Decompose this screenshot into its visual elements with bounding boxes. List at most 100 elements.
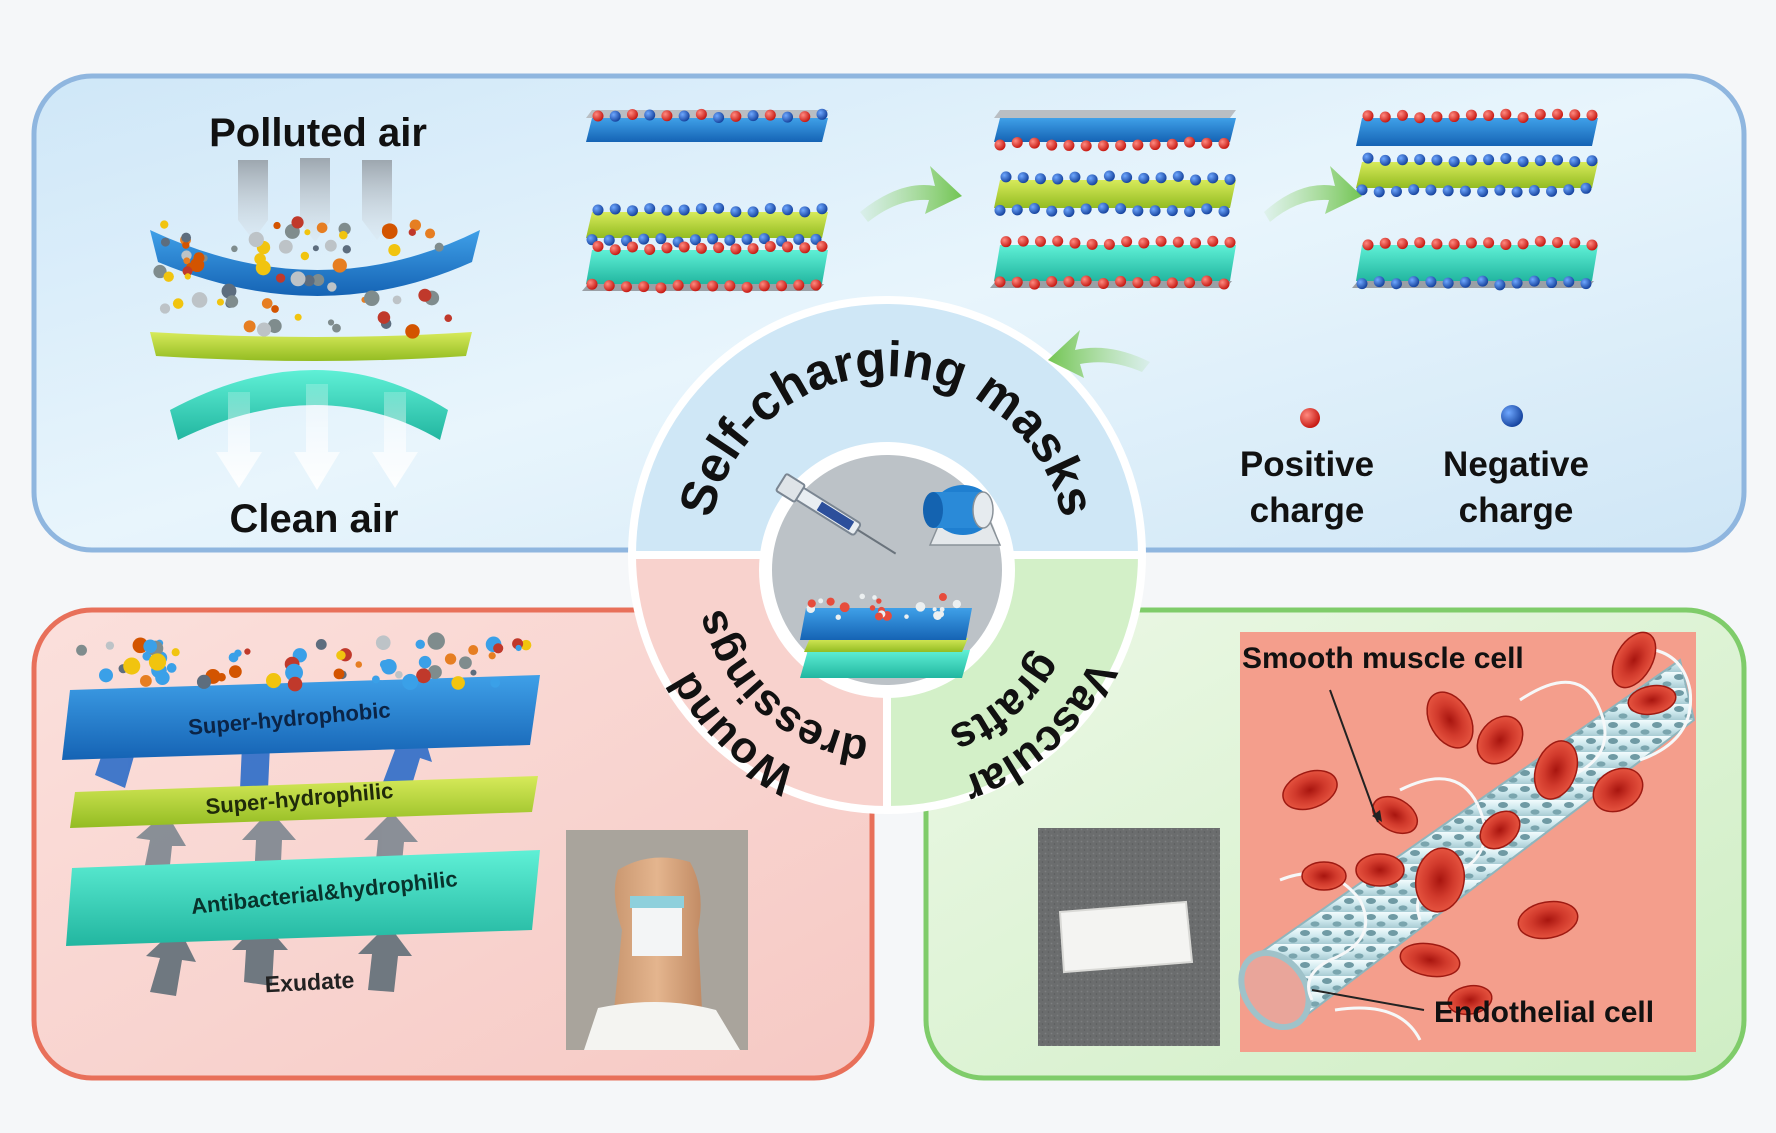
negative-charge-dot [1408, 184, 1420, 196]
positive-charge-dot [672, 279, 684, 291]
positive-charge-dot [1028, 137, 1040, 149]
negative-charge-dot [1097, 202, 1109, 214]
red-blood-cell [1399, 942, 1461, 978]
wound-particle [76, 644, 87, 656]
positive-charge-dot [1121, 236, 1133, 248]
pollutant-particle [191, 292, 208, 308]
negative-charge-dot [655, 233, 667, 245]
red-blood-cell [1592, 767, 1644, 813]
negative-charge-dot [1396, 154, 1408, 166]
hub-particle [835, 614, 841, 620]
wrist-photo [566, 830, 748, 1050]
pollutant-particle [160, 237, 170, 247]
graft-sample-photo [1038, 828, 1220, 1046]
negative-charge-dot [793, 233, 805, 245]
wound-particle [105, 641, 115, 650]
positive-label-line1: Positive [1240, 445, 1374, 484]
negative-charge-dot [1149, 205, 1161, 217]
negative-charge-dot [1494, 184, 1506, 196]
wound-particle [444, 653, 457, 665]
negative-charge-dot [724, 234, 736, 246]
pollutant-particle [291, 216, 304, 229]
negative-charge-dot [1052, 173, 1064, 185]
negative-charge-dot [1356, 184, 1368, 196]
pollutant-particle [303, 274, 315, 287]
charging-stage-3 [1352, 108, 1598, 291]
positive-charge-dot [816, 240, 828, 252]
wound-particle [379, 659, 389, 669]
positive-charge-dot [1115, 275, 1127, 287]
negative-charge-dot [1356, 278, 1368, 290]
graft-sample [1058, 900, 1194, 974]
negative-charge-dot [782, 111, 794, 123]
negative-charge-dot [1390, 186, 1402, 198]
collector-drum-icon [923, 485, 1002, 546]
positive-label-line2: charge [1250, 491, 1365, 530]
negative-charge-dot [1069, 171, 1081, 183]
positive-charge-dot [1017, 235, 1029, 247]
negative-charge-dot [678, 110, 690, 122]
negative-charge-dot [1017, 172, 1029, 184]
positive-charge-dot [994, 276, 1006, 288]
positive-charge-dot [661, 110, 673, 122]
wound-particles [76, 632, 532, 692]
positive-charge-dot [695, 242, 707, 254]
pollutant-particle [248, 231, 264, 248]
negative-charge-dot [1000, 171, 1012, 183]
positive-charge-dot [1500, 239, 1512, 251]
negative-charge-dot [782, 204, 794, 216]
hub-particle [807, 599, 816, 608]
pollutant-particle [153, 264, 167, 279]
positive-charge-dot [810, 279, 822, 291]
positive-charge-dot [1011, 276, 1023, 288]
positive-charge-dot [661, 242, 673, 254]
negative-charge-dot [816, 108, 828, 120]
red-blood-cells [1282, 631, 1677, 1016]
positive-charge-dot [1500, 108, 1512, 120]
electrode-plate [1352, 281, 1594, 288]
wound-particle [123, 657, 141, 675]
wound-particle [285, 663, 303, 682]
positive-charge-dot [741, 281, 753, 293]
pollutant-particle [339, 230, 348, 240]
negative-charge-dot [1063, 206, 1075, 218]
pollutant-particle [256, 322, 272, 337]
positive-charge-dot [1155, 235, 1167, 247]
pollutant-particle [183, 257, 191, 265]
dressing-patch [632, 908, 682, 956]
negative-charge-dot [707, 233, 719, 245]
wound-particle [375, 635, 391, 651]
pollutant-particle [304, 229, 311, 236]
hub-particle [839, 602, 850, 613]
negative-charge-dot [1115, 203, 1127, 215]
stage-arrow-1 [860, 166, 962, 222]
wound-particle [416, 668, 431, 684]
pollutant-particle [327, 282, 337, 292]
negative-charge-dot [1528, 275, 1540, 287]
electrode-plate [990, 281, 1232, 288]
positive-charge-dot [799, 111, 811, 123]
negative-charge-dot [758, 233, 770, 245]
hub-particle [859, 593, 865, 600]
positive-charge-dot [1138, 237, 1150, 249]
negative-charge-dot [1459, 276, 1471, 288]
wound-particle [515, 644, 522, 652]
pollutant-particle [300, 251, 310, 261]
negative-charge-dot [592, 204, 604, 216]
positive-charge-dot [1086, 238, 1098, 250]
red-blood-cell [1301, 861, 1347, 891]
negative-charge-dot [1190, 174, 1202, 186]
red-blood-cell [1355, 853, 1405, 887]
tube-opening [1238, 949, 1312, 1031]
hub-particle [939, 606, 945, 612]
negative-charge-dot [1511, 186, 1523, 198]
endothelial-pointer [1311, 989, 1425, 1011]
positive-charge-dot [1080, 275, 1092, 287]
wound-particle [166, 663, 177, 673]
wound-particle [336, 650, 346, 661]
wound-particle [395, 670, 403, 679]
negative-charge-dot [1201, 203, 1213, 215]
positive-charge-dot [764, 109, 776, 121]
wound-particle [372, 675, 380, 684]
positive-charge-dot [1000, 236, 1012, 248]
